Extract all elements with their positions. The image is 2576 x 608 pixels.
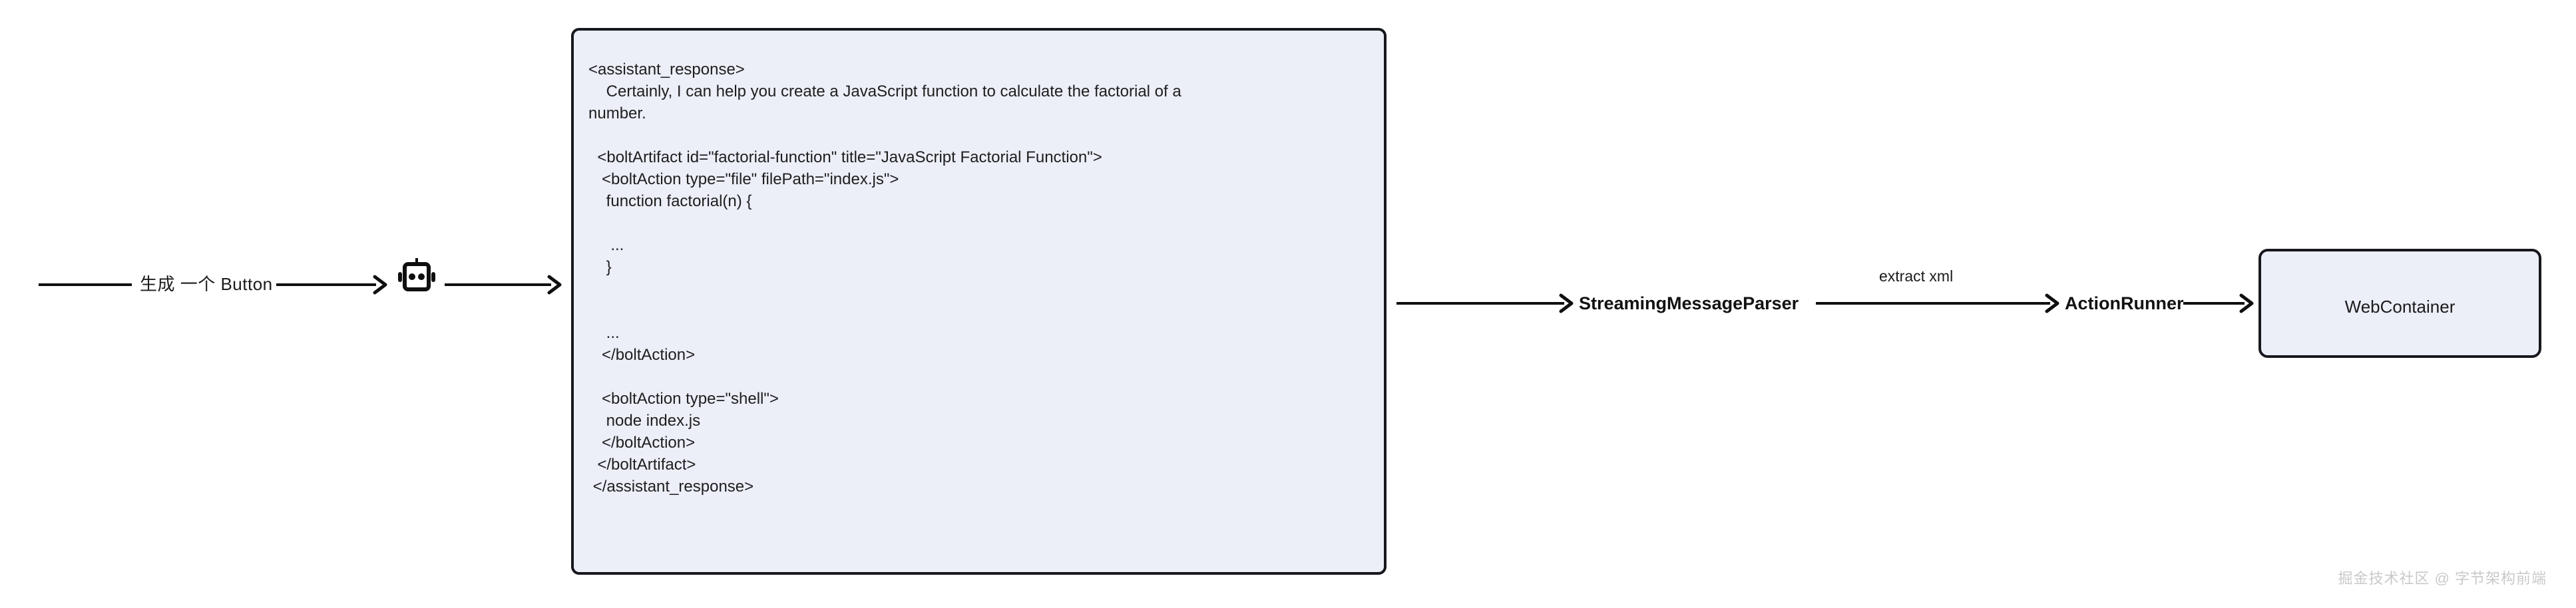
assistant-response-code-text: <assistant_response> Certainly, I can he…: [588, 61, 1181, 496]
edge-user-prompt-line-left: [39, 283, 132, 286]
edge-actionrunner-to-webcontainer-arrowhead: [2239, 293, 2256, 313]
node-streaming-message-parser[interactable]: StreamingMessageParser: [1579, 293, 1799, 313]
robot-icon: [398, 258, 435, 305]
node-action-runner[interactable]: ActionRunner: [2065, 293, 2184, 313]
edge-codeblock-to-parser-arrowhead: [1559, 293, 1576, 313]
edge-extract-xml-label: extract xml: [1879, 267, 1954, 285]
edge-extract-xml-arrowhead: [2045, 293, 2062, 313]
edge-codeblock-to-parser-line: [1396, 302, 1564, 305]
edge-user-prompt-arrowhead: [373, 275, 390, 295]
edge-user-prompt-label: 生成 一个 Button: [140, 274, 273, 294]
edge-llm-to-codeblock-arrowhead: [547, 275, 564, 295]
node-web-container-label: WebContainer: [2344, 297, 2456, 317]
edge-actionrunner-to-webcontainer-line: [2183, 302, 2245, 305]
edge-llm-to-codeblock-line: [445, 283, 551, 286]
watermark: 掘金技术社区 @ 字节架构前端: [2338, 570, 2547, 587]
assistant-response-code-block: <assistant_response> Certainly, I can he…: [571, 28, 1387, 575]
edge-extract-xml-line: [1816, 302, 2050, 305]
edge-user-prompt-line-right: [276, 283, 376, 286]
node-web-container-box[interactable]: WebContainer: [2258, 249, 2541, 358]
